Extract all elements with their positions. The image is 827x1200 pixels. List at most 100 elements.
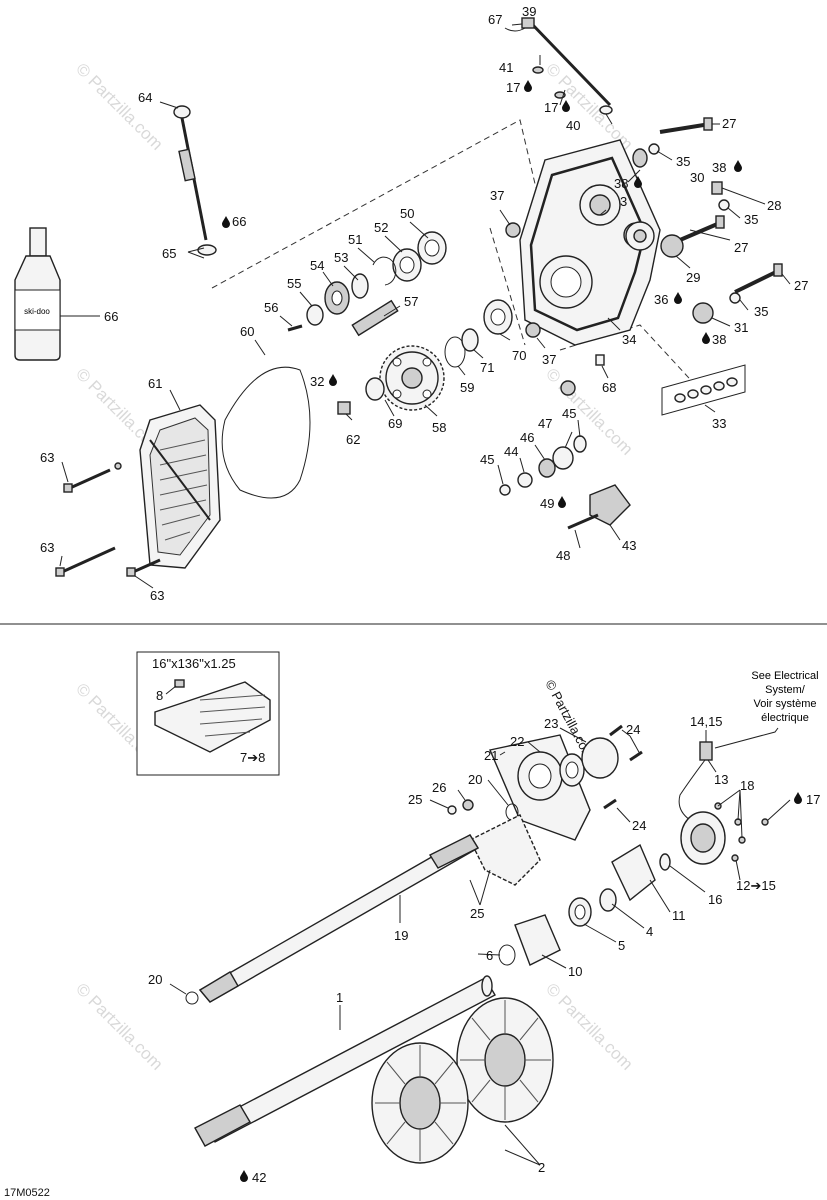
drive-axle bbox=[194, 975, 496, 1147]
adjuster-bolt bbox=[504, 17, 613, 115]
electrical-note-line-4: électrique bbox=[761, 712, 809, 724]
callout-8: 8 bbox=[156, 688, 163, 703]
callout-61: 61 bbox=[148, 376, 162, 391]
callout-36: 36 bbox=[654, 292, 668, 307]
dipstick bbox=[173, 105, 217, 256]
callout-37a: 37 bbox=[490, 188, 504, 203]
callout-17c: 17 bbox=[806, 792, 820, 807]
callout-14-15: 14,15 bbox=[690, 714, 723, 729]
bearing-housing-right bbox=[659, 802, 769, 871]
callout-29: 29 bbox=[686, 270, 700, 285]
callout-41: 41 bbox=[499, 60, 513, 75]
callout-4: 4 bbox=[646, 924, 653, 939]
callout-38a: 38 bbox=[712, 160, 726, 175]
watermark-4: © Partzilla.com bbox=[542, 364, 636, 458]
leaders-upper bbox=[59, 23, 791, 589]
oil-bottle: ski-doo bbox=[14, 227, 61, 361]
callout-52: 52 bbox=[374, 220, 388, 235]
callout-17a: 17 bbox=[506, 80, 520, 95]
bolts-27 bbox=[659, 117, 783, 294]
callout-2: 2 bbox=[538, 1160, 545, 1175]
callout-63a: 63 bbox=[40, 450, 54, 465]
callout-60: 60 bbox=[240, 324, 254, 339]
callout-66a: 66 bbox=[232, 214, 246, 229]
callout-23: 23 bbox=[544, 716, 558, 731]
callout-70: 70 bbox=[512, 348, 526, 363]
electrical-note-line-1: See Electrical bbox=[751, 670, 818, 682]
callout-27c: 27 bbox=[794, 278, 808, 293]
callout-50: 50 bbox=[400, 206, 414, 221]
callout-26: 26 bbox=[432, 780, 446, 795]
callout-39: 39 bbox=[522, 4, 536, 19]
callout-47: 47 bbox=[538, 416, 552, 431]
electrical-note: See Electrical System/ Voir système élec… bbox=[751, 670, 818, 724]
callout-21: 21 bbox=[484, 748, 498, 763]
leaders-lower bbox=[169, 727, 791, 1166]
drive-chain bbox=[351, 299, 399, 337]
drawing-code: 17M0522 bbox=[4, 1187, 50, 1199]
callout-59: 59 bbox=[460, 380, 474, 395]
callout-33: 33 bbox=[712, 416, 726, 431]
callout-27a: 27 bbox=[722, 116, 736, 131]
callouts-upper: 67 39 41 17 17 40 64 27 35 38 30 38 3 28… bbox=[40, 4, 808, 603]
chaincase-section: ski-doo bbox=[14, 4, 808, 603]
callout-25b: 25 bbox=[470, 906, 484, 921]
shim-washers bbox=[661, 364, 746, 416]
callout-32: 32 bbox=[310, 374, 324, 389]
callout-34: 34 bbox=[622, 332, 636, 347]
callout-58: 58 bbox=[432, 420, 446, 435]
callout-31: 31 bbox=[734, 320, 748, 335]
callout-35a: 35 bbox=[676, 154, 690, 169]
callout-53: 53 bbox=[334, 250, 348, 265]
callout-1: 1 bbox=[336, 990, 343, 1005]
upper-sprocket bbox=[287, 281, 350, 332]
callout-20b: 20 bbox=[148, 972, 162, 987]
callout-67: 67 bbox=[488, 12, 502, 27]
callout-30: 30 bbox=[690, 170, 704, 185]
callout-3: 3 bbox=[620, 194, 627, 209]
svg-text:ski-doo: ski-doo bbox=[24, 307, 50, 316]
callout-12to15: 12➔15 bbox=[736, 878, 776, 893]
callout-51: 51 bbox=[348, 232, 362, 247]
callout-16: 16 bbox=[708, 892, 722, 907]
callout-18: 18 bbox=[740, 778, 754, 793]
callout-35b: 35 bbox=[744, 212, 758, 227]
watermark-7: © Partzilla.com bbox=[542, 979, 636, 1073]
callout-48: 48 bbox=[556, 548, 570, 563]
electrical-note-line-3: Voir système bbox=[754, 698, 817, 710]
callout-24b: 24 bbox=[632, 818, 646, 833]
driven-shaft bbox=[185, 834, 479, 1005]
chaincase-housing bbox=[519, 139, 661, 346]
upper-bearings bbox=[351, 231, 447, 299]
callout-45a: 45 bbox=[562, 406, 576, 421]
lower-sprocket bbox=[379, 345, 445, 411]
track-spec: 16"x136"x1.25 bbox=[152, 656, 236, 671]
electrical-note-line-2: System/ bbox=[765, 684, 806, 696]
callout-5: 5 bbox=[618, 938, 625, 953]
callout-56: 56 bbox=[264, 300, 278, 315]
callout-38c: 38 bbox=[712, 332, 726, 347]
callout-45b: 45 bbox=[480, 452, 494, 467]
callout-28: 28 bbox=[767, 198, 781, 213]
callout-66b: 66 bbox=[104, 309, 118, 324]
watermark-1: © Partzilla.com bbox=[72, 59, 166, 153]
callout-63c: 63 bbox=[150, 588, 164, 603]
callout-46: 46 bbox=[520, 430, 534, 445]
drive-sprockets bbox=[371, 997, 554, 1164]
callout-19: 19 bbox=[394, 928, 408, 943]
callout-69: 69 bbox=[388, 416, 402, 431]
callout-11: 11 bbox=[672, 908, 686, 923]
callout-63b: 63 bbox=[40, 540, 54, 555]
callout-25a: 25 bbox=[408, 792, 422, 807]
callouts-lower: 23 24 14,15 22 21 20 26 25 13 18 17 24 1… bbox=[4, 714, 820, 1199]
callout-38b: 38 bbox=[614, 176, 628, 191]
callout-49: 49 bbox=[540, 496, 554, 511]
callout-17b: 17 bbox=[544, 100, 558, 115]
callout-57: 57 bbox=[404, 294, 418, 309]
bearing-plate-stack bbox=[489, 734, 619, 841]
callout-13: 13 bbox=[714, 772, 728, 787]
callout-7to8: 7➔8 bbox=[240, 750, 265, 765]
callout-65: 65 bbox=[162, 246, 176, 261]
callout-22: 22 bbox=[510, 734, 524, 749]
